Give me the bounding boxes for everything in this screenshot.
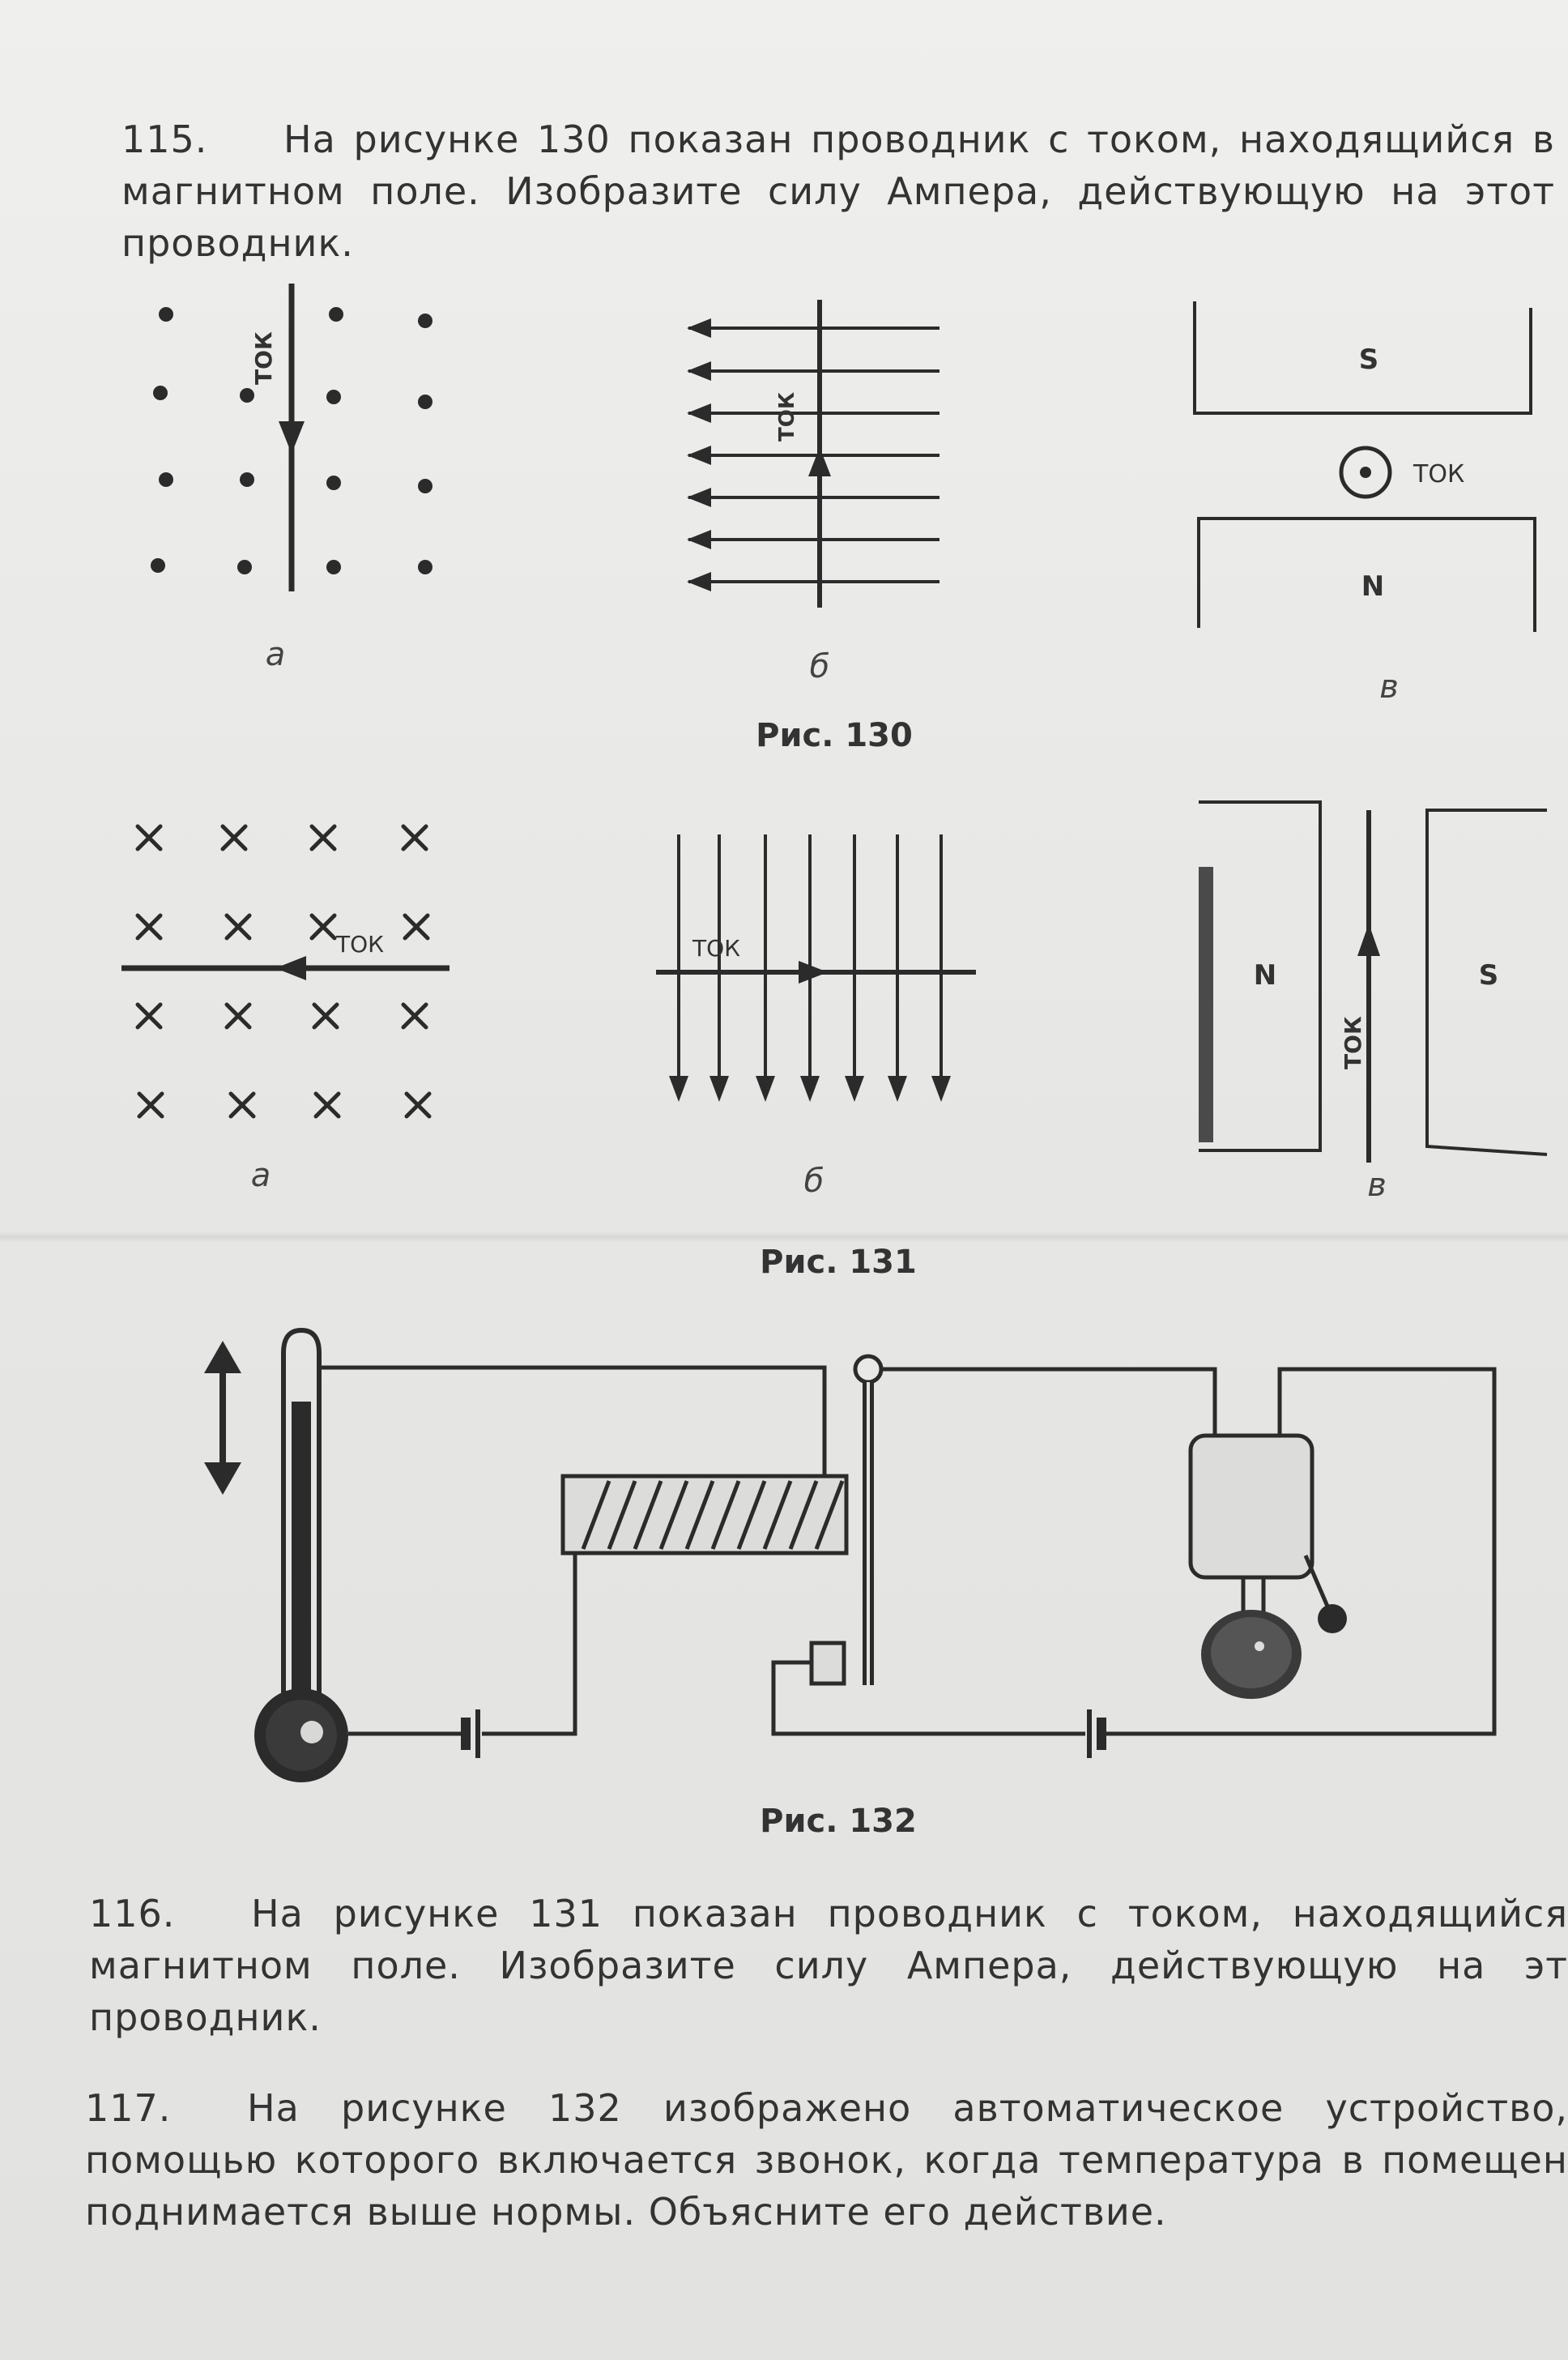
fig130-v-n-label: N [1361,570,1384,603]
fig132-caption: Рис. 132 [760,1803,917,1840]
fig130-b-field-arrowheads [687,318,711,591]
fig130-b-field-lines [688,326,940,583]
fig130-a [151,307,432,574]
fig131-label-a: а [250,1157,271,1194]
wire-coil-to-battery1 [482,1553,577,1736]
armature-pivot [853,1354,884,1385]
fig131-a-current-label: ТОК [335,931,384,958]
fig131-caption: Рис. 131 [760,1244,917,1281]
figure-131: ТОК ТОК N ТОК S [121,800,1548,1163]
fig131-b-current-label: ТОК [692,935,740,962]
fig131-a-crosses [135,824,432,1119]
thermometer-icon [254,1327,348,1782]
fig130-a-current-label: ТОК [250,331,277,385]
fig130-label-a: а [265,636,286,673]
double-arrow-icon [204,1341,241,1495]
fig131-v-magnet-s [1425,809,1548,1156]
fig131-label-b: б [803,1163,824,1200]
relay-contact [809,1641,846,1686]
problem-117-text: На рисунке 132 изображено автоматическое… [85,2086,1568,2234]
bell-icon [1188,1433,1347,1699]
page-fold [0,1231,1568,1243]
fig130-label-b: б [809,648,830,685]
wire-thermo-to-coil [319,1365,827,1476]
figure-130: ТОК ТОК S ТОК N [151,284,1536,632]
fig131-a-current-arrow-icon [275,956,306,980]
figure-132 [204,1327,1497,1782]
fig131-b-field-lines [677,834,943,1078]
wire-battery2-to-bell [1106,1367,1497,1736]
fig131-v-magnet-n [1199,800,1322,1152]
wire-contact-to-battery2 [771,1660,1085,1736]
problem-115-number: 115. [121,117,208,161]
problem-117: 117.На рисунке 132 изображено автоматиче… [85,2082,1568,2238]
fig131-label-v: в [1367,1167,1387,1204]
battery-2-icon [1087,1709,1106,1758]
fig130-b-current-arrow-icon [808,447,831,476]
fig130-v-current-dot-icon [1360,467,1371,478]
fig130-label-v: в [1379,668,1399,706]
fig130-v-magnet-n [1197,517,1536,632]
fig130-v-current-out-icon [1339,446,1392,499]
fig131-v-current-arrow-icon [1357,924,1380,956]
problem-115-text: На рисунке 130 показан проводник с током… [121,117,1555,265]
fig130-v-s-label: S [1359,344,1379,376]
problem-116: 116.На рисунке 131 показан проводник с т… [89,1888,1568,2043]
fig130-v-magnet-s [1193,301,1532,415]
fig131-v-s-label: S [1479,959,1499,992]
fig131-v-n-label: N [1254,959,1276,992]
problem-117-number: 117. [85,2086,172,2130]
problem-116-number: 116. [89,1892,176,1935]
problem-116-text: На рисунке 131 показан проводник с током… [89,1892,1568,2039]
problem-115: 115.На рисунке 130 показан проводник с т… [121,113,1555,269]
fig130-caption: Рис. 130 [756,717,913,754]
fig130-a-current-arrow-icon [279,421,305,454]
fig130-v-current-label: ТОК [1412,460,1464,489]
fig131-b-current-arrow-icon [799,961,828,984]
battery-1-icon [461,1709,480,1758]
fig131-b-field-arrowheads [669,1076,951,1102]
fig130-b-current-label: ТОК [775,392,799,442]
fig131-v-current-label: ТОК [1340,1016,1366,1069]
wire-pivot-to-bell [881,1367,1217,1436]
electromagnet-coil [560,1474,849,1556]
fig131-v-magnet-n-shading [1199,867,1213,1142]
